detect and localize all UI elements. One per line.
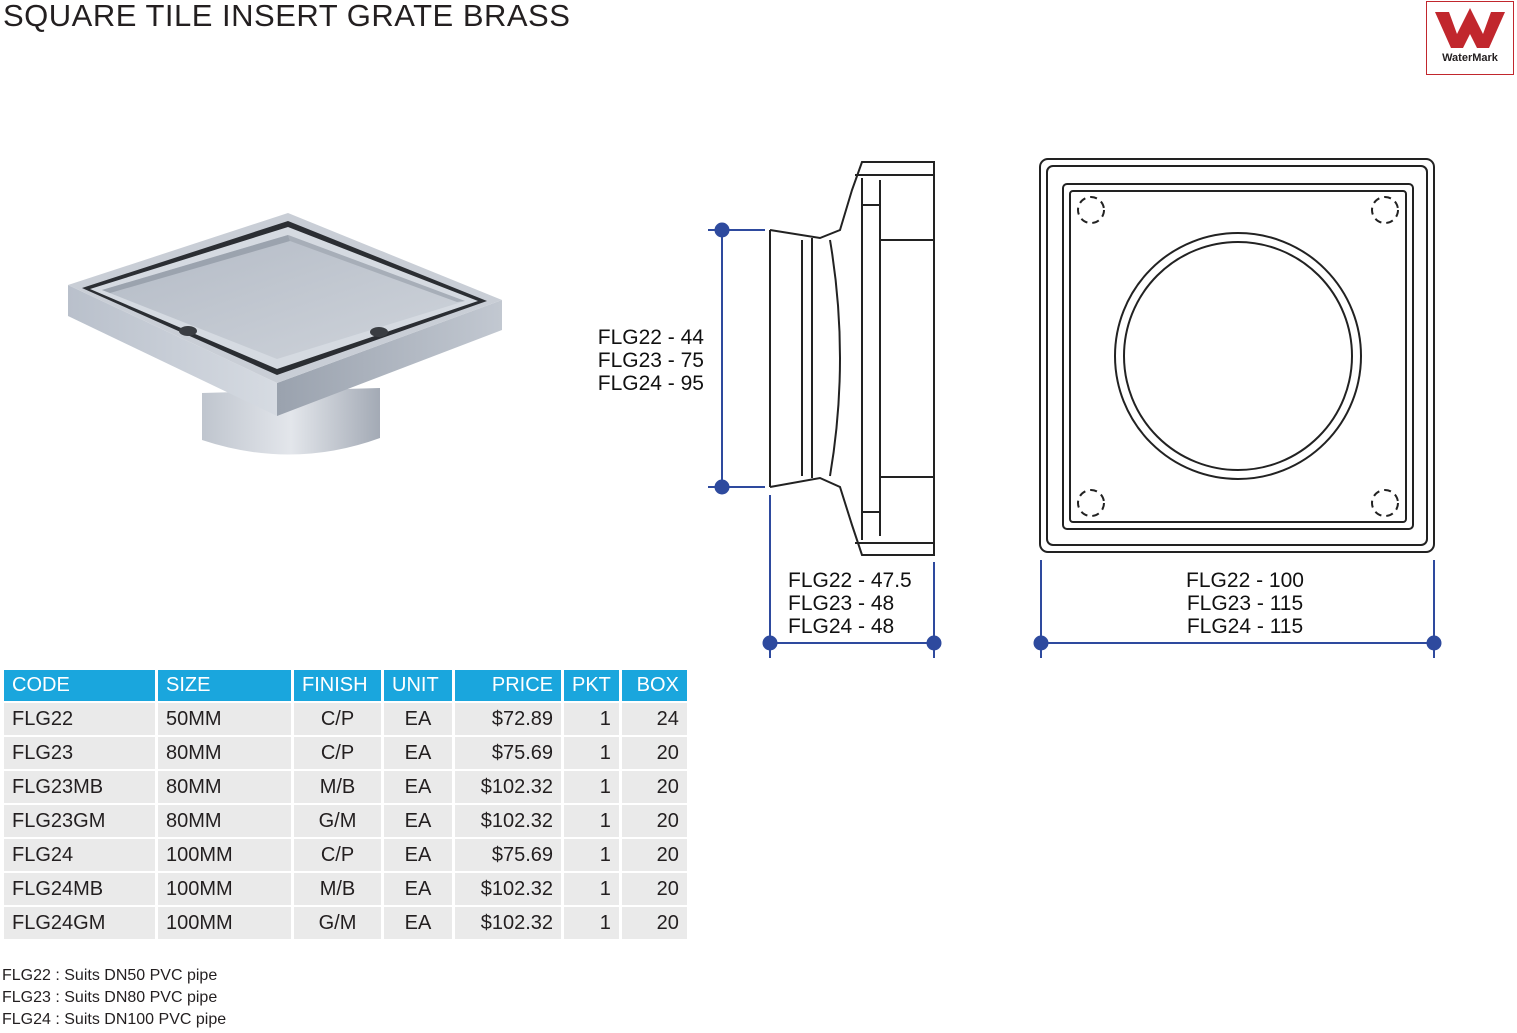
cell-box: 20 — [621, 907, 687, 939]
cell-finish: M/B — [294, 771, 381, 803]
height-dimension-label: FLG22 - 44 FLG23 - 75 FLG24 - 95 — [560, 326, 704, 395]
side-view-drawing — [769, 161, 935, 556]
table-row: FLG22 50MM C/P EA $72.89 1 24 — [4, 703, 687, 735]
dimension-text: FLG23 - 75 — [597, 349, 704, 372]
cell-finish: M/B — [294, 873, 381, 905]
dimension-text: FLG22 - 44 — [597, 326, 704, 349]
column-header-price: PRICE — [455, 670, 561, 701]
top-view-drawing — [1039, 158, 1435, 553]
depth-dimension-label: FLG22 - 47.5 FLG23 - 48 FLG24 - 48 — [788, 569, 938, 638]
column-header-box: BOX — [621, 670, 687, 701]
cell-unit: EA — [384, 737, 452, 769]
column-header-finish: FINISH — [294, 670, 381, 701]
column-header-unit: UNIT — [384, 670, 452, 701]
cell-size: 80MM — [158, 737, 291, 769]
column-header-pkt: PKT — [564, 670, 619, 701]
table-header-row: CODE SIZE FINISH UNIT PRICE PKT BOX — [4, 670, 687, 701]
cell-finish: C/P — [294, 839, 381, 871]
watermark-logo: WaterMark — [1426, 1, 1514, 75]
cell-pkt: 1 — [564, 907, 619, 939]
cell-box: 20 — [621, 805, 687, 837]
watermark-w-icon — [1435, 8, 1505, 48]
cell-pkt: 1 — [564, 839, 619, 871]
dimension-marker — [714, 222, 730, 238]
cell-finish: C/P — [294, 737, 381, 769]
column-header-code: CODE — [4, 670, 155, 701]
cell-price: $102.32 — [455, 805, 561, 837]
cell-finish: G/M — [294, 805, 381, 837]
dimension-text: FLG24 - 95 — [597, 372, 704, 395]
table-row: FLG24 100MM C/P EA $75.69 1 20 — [4, 839, 687, 871]
cell-price: $72.89 — [455, 703, 561, 735]
cell-price: $75.69 — [455, 839, 561, 871]
cell-price: $102.32 — [455, 873, 561, 905]
cell-unit: EA — [384, 839, 452, 871]
cell-box: 20 — [621, 839, 687, 871]
cell-code: FLG23MB — [4, 771, 155, 803]
note-line: FLG22 : Suits DN50 PVC pipe — [2, 967, 218, 984]
cell-code: FLG24 — [4, 839, 155, 871]
note-line: FLG23 : Suits DN80 PVC pipe — [2, 989, 218, 1006]
cell-size: 80MM — [158, 771, 291, 803]
dimension-text: FLG23 - 115 — [1186, 592, 1304, 615]
cell-unit: EA — [384, 907, 452, 939]
cell-code: FLG22 — [4, 703, 155, 735]
dimension-text: FLG24 - 115 — [1186, 615, 1304, 638]
dimension-text: FLG23 - 48 — [788, 592, 895, 615]
cell-price: $102.32 — [455, 771, 561, 803]
width-dimension-label: FLG22 - 100 FLG23 - 115 FLG24 - 115 — [1150, 569, 1340, 638]
cell-finish: C/P — [294, 703, 381, 735]
table-row: FLG24GM 100MM G/M EA $102.32 1 20 — [4, 907, 687, 939]
dimension-marker — [762, 635, 778, 651]
cell-code: FLG23GM — [4, 805, 155, 837]
cell-size: 80MM — [158, 805, 291, 837]
cell-box: 24 — [621, 703, 687, 735]
dimension-text: FLG24 - 48 — [788, 615, 895, 638]
cell-code: FLG23 — [4, 737, 155, 769]
note-line: FLG24 : Suits DN100 PVC pipe — [2, 1011, 227, 1028]
cell-unit: EA — [384, 805, 452, 837]
product-image — [68, 213, 502, 455]
table-row: FLG24MB 100MM M/B EA $102.32 1 20 — [4, 873, 687, 905]
cell-box: 20 — [621, 873, 687, 905]
price-table: CODE SIZE FINISH UNIT PRICE PKT BOX FLG2… — [1, 668, 690, 941]
pipe-compatibility-notes: FLG22 : Suits DN50 PVC pipe FLG23 : Suit… — [2, 965, 226, 1031]
cell-pkt: 1 — [564, 873, 619, 905]
cell-code: FLG24GM — [4, 907, 155, 939]
cell-finish: G/M — [294, 907, 381, 939]
cell-unit: EA — [384, 771, 452, 803]
dimension-marker — [1426, 635, 1442, 651]
cell-unit: EA — [384, 703, 452, 735]
table-row: FLG23GM 80MM G/M EA $102.32 1 20 — [4, 805, 687, 837]
cell-pkt: 1 — [564, 737, 619, 769]
watermark-logo-text: WaterMark — [1442, 52, 1498, 64]
dimension-marker — [926, 635, 942, 651]
cell-pkt: 1 — [564, 703, 619, 735]
cell-pkt: 1 — [564, 805, 619, 837]
cell-price: $75.69 — [455, 737, 561, 769]
cell-box: 20 — [621, 771, 687, 803]
cell-box: 20 — [621, 737, 687, 769]
page-title: SQUARE TILE INSERT GRATE BRASS — [3, 0, 571, 33]
cell-size: 100MM — [158, 839, 291, 871]
dimension-marker — [1033, 635, 1049, 651]
dimension-marker — [714, 479, 730, 495]
cell-size: 100MM — [158, 873, 291, 905]
cell-unit: EA — [384, 873, 452, 905]
table-row: FLG23 80MM C/P EA $75.69 1 20 — [4, 737, 687, 769]
cell-pkt: 1 — [564, 771, 619, 803]
dimension-text: FLG22 - 100 — [1186, 569, 1304, 592]
dimension-text: FLG22 - 47.5 — [788, 569, 912, 592]
table-row: FLG23MB 80MM M/B EA $102.32 1 20 — [4, 771, 687, 803]
cell-size: 50MM — [158, 703, 291, 735]
cell-price: $102.32 — [455, 907, 561, 939]
column-header-size: SIZE — [158, 670, 291, 701]
cell-code: FLG24MB — [4, 873, 155, 905]
cell-size: 100MM — [158, 907, 291, 939]
